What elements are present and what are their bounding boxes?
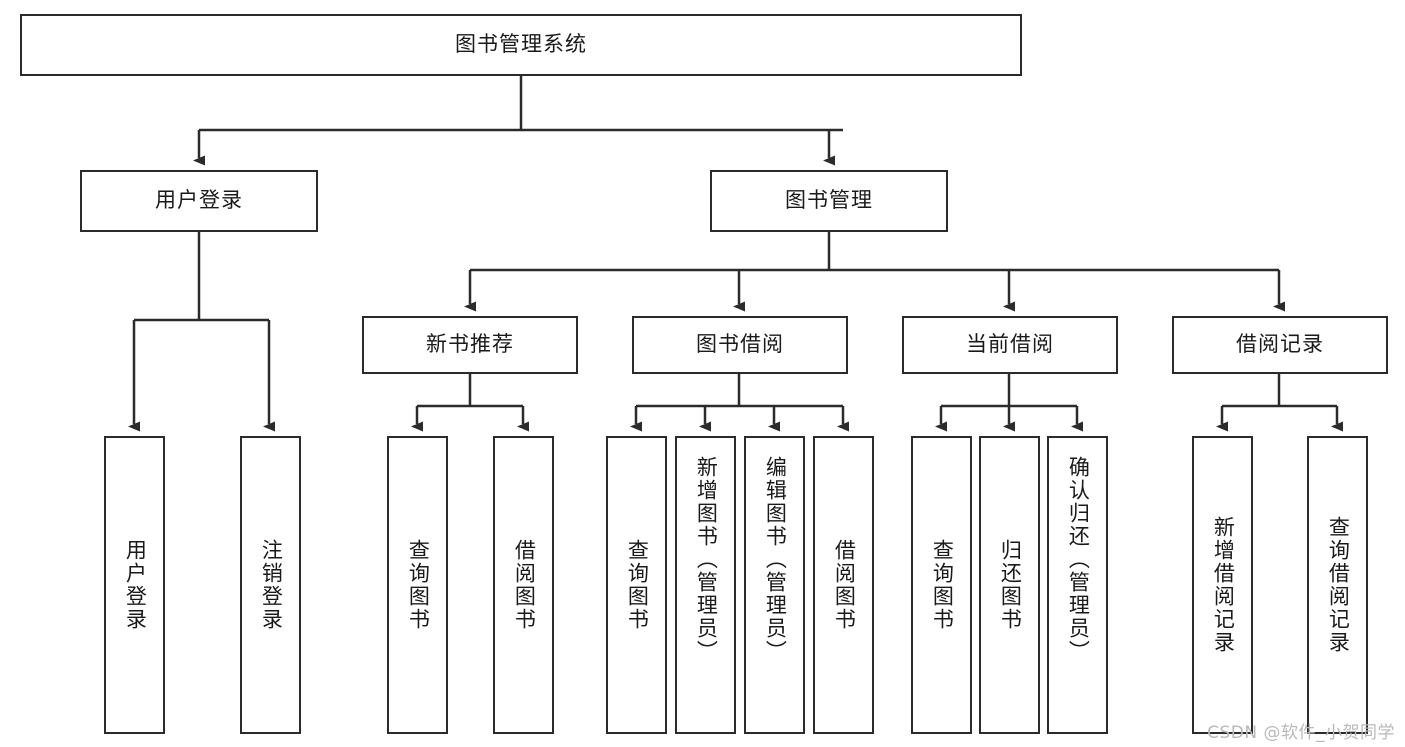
node-label: 新书推荐 [426,332,514,357]
node-label: 查询图书 [930,539,955,631]
leaf-borrow-query-book[interactable]: 查询图书 [606,436,667,734]
node-label: 查询图书 [406,539,431,631]
leaf-user-login-login[interactable]: 用户登录 [104,436,165,734]
node-current-borrow[interactable]: 当前借阅 [902,316,1118,374]
leaf-record-query-borrow-record[interactable]: 查询借阅记录 [1307,436,1368,734]
node-label: 归还图书 [998,539,1023,631]
node-label: 查询图书 [625,539,650,631]
node-label: 借阅图书 [512,539,537,631]
leaf-borrow-borrow-book[interactable]: 借阅图书 [813,436,874,734]
node-label: 借阅记录 [1236,332,1324,357]
node-label: 新增借阅记录 [1211,516,1236,654]
leaf-record-add-borrow-record[interactable]: 新增借阅记录 [1192,436,1253,734]
leaf-current-return-book[interactable]: 归还图书 [979,436,1040,734]
node-book-borrow[interactable]: 图书借阅 [632,316,848,374]
node-label: 编辑图书（管理员） [763,456,788,663]
node-new-book-recommend[interactable]: 新书推荐 [362,316,578,374]
node-root-system[interactable]: 图书管理系统 [20,14,1022,76]
node-label: 用户登录 [123,539,148,631]
leaf-recommend-query-book[interactable]: 查询图书 [387,436,448,734]
node-book-management[interactable]: 图书管理 [710,170,948,232]
leaf-borrow-edit-book-admin[interactable]: 编辑图书（管理员） [744,436,805,734]
leaf-recommend-borrow-book[interactable]: 借阅图书 [493,436,554,734]
node-label: 图书管理 [785,188,873,213]
node-label: 借阅图书 [832,539,857,631]
leaf-current-confirm-return-admin[interactable]: 确认归还（管理员） [1047,436,1108,734]
leaf-current-query-book[interactable]: 查询图书 [911,436,972,734]
node-label: 新增图书（管理员） [694,456,719,663]
node-label: 确认归还（管理员） [1066,456,1091,663]
node-label: 图书管理系统 [455,32,587,57]
leaf-borrow-add-book-admin[interactable]: 新增图书（管理员） [675,436,736,734]
node-label: 查询借阅记录 [1326,516,1351,654]
node-label: 图书借阅 [696,332,784,357]
watermark: CSDN @软件_小贺同学 [1207,723,1395,743]
node-label: 注销登录 [259,539,284,631]
leaf-user-login-logout[interactable]: 注销登录 [240,436,301,734]
node-user-login[interactable]: 用户登录 [80,170,318,232]
node-borrow-record[interactable]: 借阅记录 [1172,316,1388,374]
node-label: 当前借阅 [966,332,1054,357]
node-label: 用户登录 [155,188,243,213]
